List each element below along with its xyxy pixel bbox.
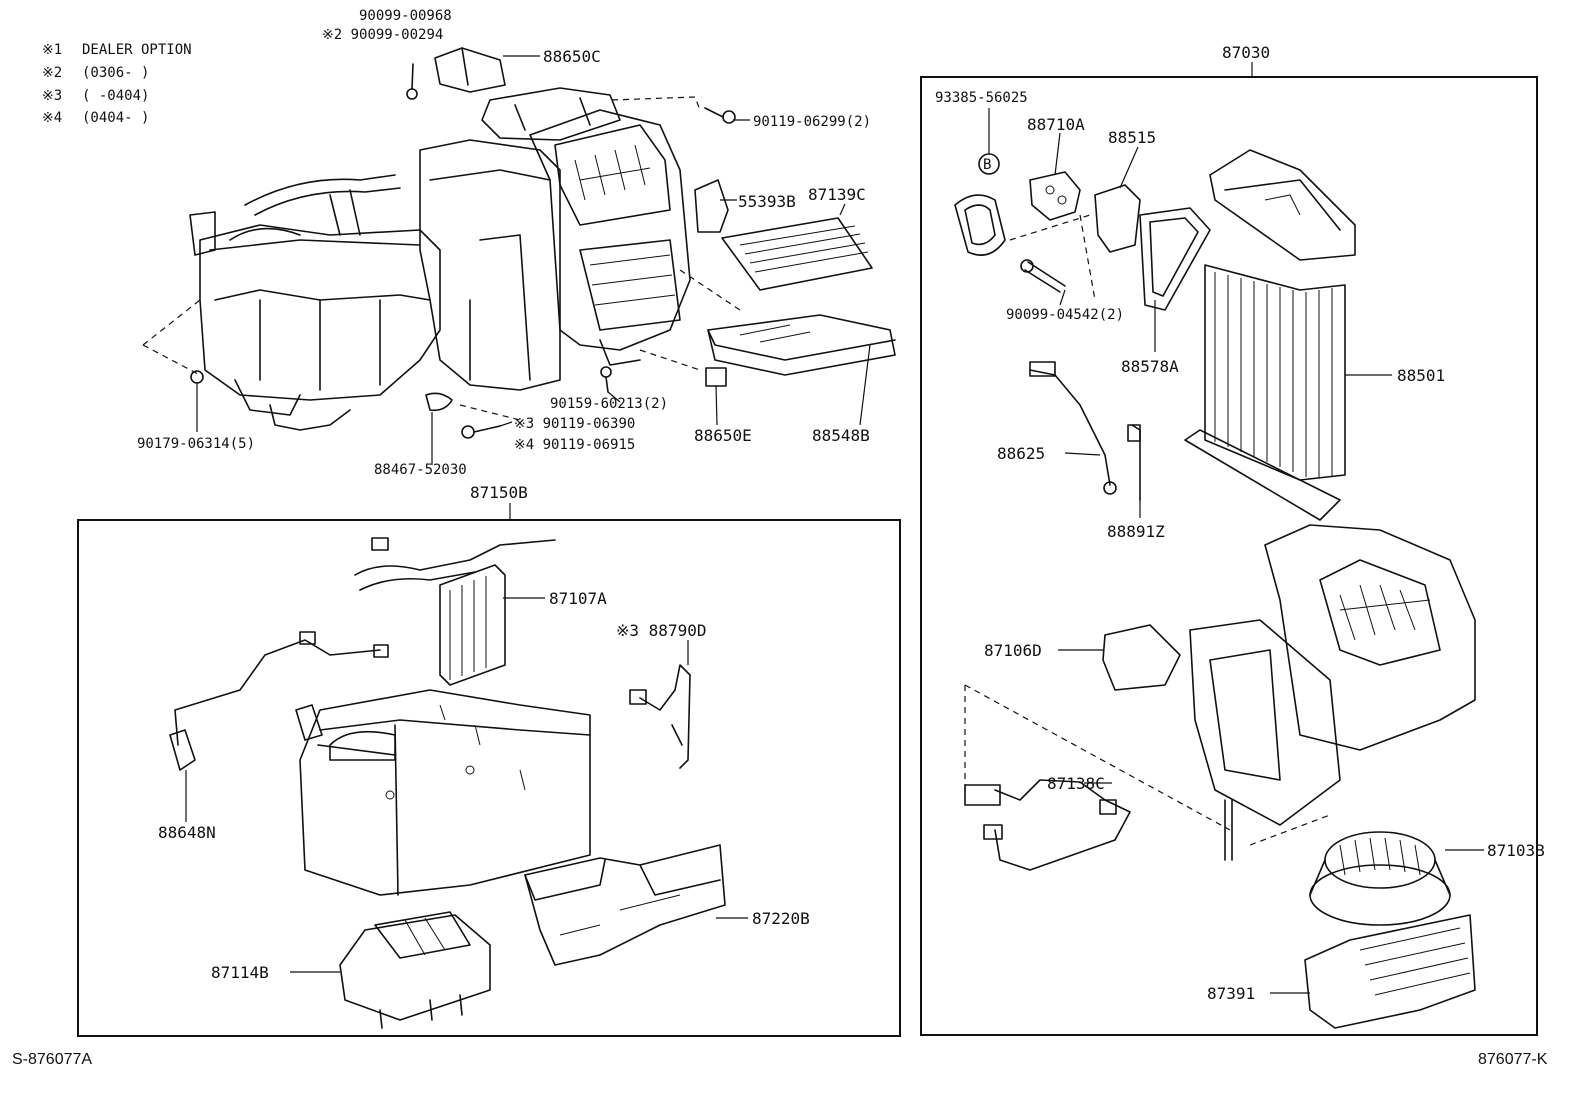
label-87139C: 87139C: [808, 185, 866, 204]
label-55393B: 55393B: [738, 192, 796, 211]
label-90099-00294: ※2 90099-00294: [322, 27, 443, 43]
heater-unit-leaders: [185, 597, 748, 973]
label-87106D: 87106D: [984, 641, 1042, 660]
note-4-key: ※4: [42, 110, 62, 126]
cooling-unit-leaders: [988, 108, 1484, 994]
cooling-unit-labels: 93385-56025 88710A 88515 90099-04542(2) …: [935, 90, 1545, 1003]
label-88650E: 88650E: [694, 426, 752, 445]
label-90099-04542: 90099-04542(2): [1006, 307, 1124, 323]
label-90119-06915: ※4 90119-06915: [514, 437, 635, 453]
label-88648N: 88648N: [158, 823, 216, 842]
label-87103B: 87103B: [1487, 841, 1545, 860]
note-3-key: ※3: [42, 88, 62, 104]
note-4-text: (0404- ): [82, 110, 149, 126]
label-90179-06314: 90179-06314(5): [137, 436, 255, 452]
label-93385-56025: 93385-56025: [935, 90, 1028, 106]
group-label-87030: 87030: [1222, 43, 1270, 62]
label-90099-00968: 90099-00968: [359, 8, 452, 24]
label-87138C: 87138C: [1047, 774, 1105, 793]
notes-legend: ※1 DEALER OPTION ※2 (0306- ) ※3 ( -0404)…: [42, 42, 192, 126]
footer-left-code: S-876077A: [12, 1051, 92, 1068]
label-88548B: 88548B: [812, 426, 870, 445]
cooling-unit-drawing: B: [954, 149, 1476, 1029]
label-88467-52030: 88467-52030: [374, 462, 467, 478]
label-90119-06299: 90119-06299(2): [753, 114, 871, 130]
label-88501: 88501: [1397, 366, 1445, 385]
label-88891Z: 88891Z: [1107, 522, 1165, 541]
label-88625: 88625: [997, 444, 1045, 463]
marker-b-letter: B: [983, 157, 991, 173]
group-label-87150B: 87150B: [470, 483, 528, 502]
label-88710A: 88710A: [1027, 115, 1085, 134]
hvac-main-assembly-drawing: [142, 47, 896, 439]
heater-unit-drawing: [169, 537, 726, 1029]
note-1-key: ※1: [42, 42, 62, 58]
top-left-labels: 90099-00968 ※2 90099-00294 88650C 90119-…: [137, 8, 871, 478]
footer-right-code: 876077-K: [1478, 1051, 1548, 1068]
label-90159-60213: 90159-60213(2): [550, 396, 668, 412]
label-88515: 88515: [1108, 128, 1156, 147]
heater-unit-group-box: [77, 519, 901, 1037]
label-87114B: 87114B: [211, 963, 269, 982]
label-88578A: 88578A: [1121, 357, 1179, 376]
label-87220B: 87220B: [752, 909, 810, 928]
note-2-text: (0306- ): [82, 65, 149, 81]
cooling-unit-group-box: [920, 76, 1538, 1036]
note-2-key: ※2: [42, 65, 62, 81]
label-90119-06390: ※3 90119-06390: [514, 416, 635, 432]
note-1-text: DEALER OPTION: [82, 42, 192, 58]
label-87391: 87391: [1207, 984, 1255, 1003]
label-88790D: ※3 88790D: [616, 621, 706, 640]
note-3-text: ( -0404): [82, 88, 149, 104]
label-87107A: 87107A: [549, 589, 607, 608]
heater-unit-labels: 87107A ※3 88790D 88648N 87220B 87114B: [158, 589, 810, 982]
top-left-leaders: [196, 55, 871, 465]
label-88650C: 88650C: [543, 47, 601, 66]
